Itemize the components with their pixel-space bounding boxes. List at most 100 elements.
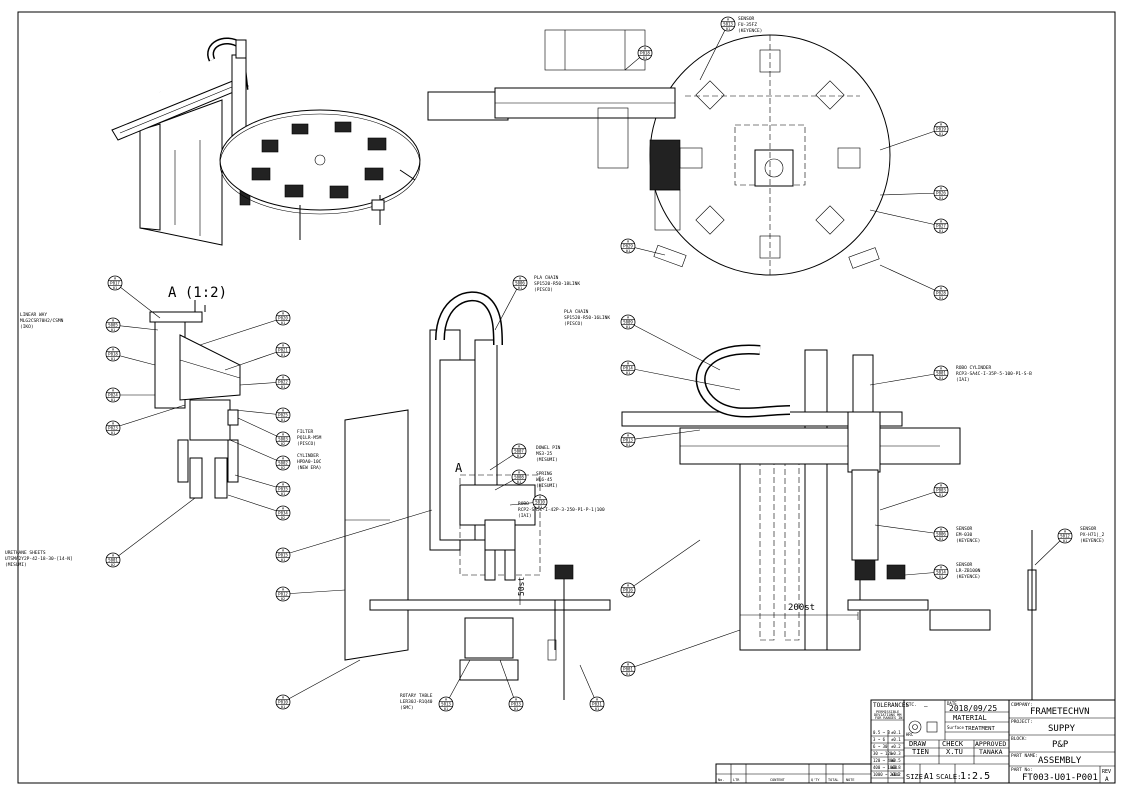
balloon-rev: 01 — [939, 376, 943, 380]
balloon-code: P010 — [278, 700, 288, 705]
balloon-rev: 02 — [281, 516, 285, 520]
project-label: PROJECT: — [1011, 719, 1033, 725]
revision-header: Q'TY — [811, 778, 820, 782]
balloon-view: A — [940, 367, 943, 371]
balloon-view: A — [518, 445, 521, 449]
balloon-view: A — [445, 698, 448, 702]
callout-note: CYLINDER — [297, 453, 319, 459]
callout-note: ROTARY TABLE — [400, 693, 433, 699]
size-value: A1 — [924, 772, 934, 781]
callout-note: (PISCO) — [297, 441, 316, 447]
balloon-rev: 01 — [281, 492, 285, 496]
balloon-view: A — [282, 312, 285, 316]
balloon-rev: 01 — [939, 132, 943, 136]
date-label: DATE — [947, 701, 957, 706]
leader-line — [282, 659, 361, 703]
balloon-rev: 02 — [281, 597, 285, 601]
title-block: TOLERANCES PERMISSIBLE DEVIATIONS MM FOR… — [715, 699, 1116, 784]
callout-note: RCP3-SA4C-I-35P-5-100-P1-S-B — [956, 371, 1032, 377]
leader-line — [282, 509, 433, 556]
callout-note: HPDA0-10C — [297, 459, 322, 465]
balloon-code: P034 — [278, 511, 288, 516]
tolerance-value: ±0.1 — [891, 730, 901, 735]
tolerance-table: 0.5 ~ 3±0.13 ~ 6±0.16 ~ 30±0.230 ~ 120±0… — [871, 730, 904, 779]
balloon-view: A — [282, 409, 285, 413]
part-no-value: FT003-U01-P001 — [1022, 773, 1098, 783]
balloon-circle — [508, 696, 524, 712]
balloon-view: A — [282, 696, 285, 700]
balloon-circle — [105, 346, 121, 362]
callout-balloon: AS01001ROBORCP2-SA5C-I-42P-3-250-P1-P-1|… — [509, 494, 605, 519]
check-name: X.TU — [946, 748, 963, 756]
balloon-code: S001 — [936, 371, 946, 376]
balloon-view: A — [112, 348, 115, 352]
tolerance-value: ±0.3 — [891, 751, 901, 756]
balloon-rev: 01 — [111, 357, 115, 361]
balloon-circle — [511, 443, 527, 459]
approved-label: APPROVED — [975, 740, 1006, 748]
balloon-view: A — [940, 528, 943, 532]
callout-note: UTSMA2Y2P-42-18-30-[14-N] — [5, 556, 73, 562]
balloon-rev: 01 — [281, 353, 285, 357]
balloon-code: P021 — [278, 348, 288, 353]
balloon-circle — [620, 661, 636, 677]
balloon-code: P022 — [278, 380, 288, 385]
leader-line — [112, 404, 186, 429]
callout-note: SP1520-R50-18LINK — [534, 281, 580, 287]
leader-line — [627, 429, 701, 441]
project-value: SUPPY — [1048, 724, 1076, 734]
balloon-rev: 01 — [517, 480, 521, 484]
balloon-code: P031 — [592, 702, 602, 707]
company-value: FRAMETECHVN — [1030, 707, 1090, 717]
balloon-rev: 01 — [626, 249, 630, 253]
surface-label: Surface — [947, 725, 964, 730]
leader-line — [445, 659, 471, 705]
front-view-right — [621, 344, 1037, 700]
balloon-circle — [105, 387, 121, 403]
callout-note: ROBO — [518, 501, 529, 507]
leader-line — [879, 264, 942, 294]
balloon-rev: 01 — [538, 505, 542, 509]
balloon-code: P033 — [511, 702, 521, 707]
balloon-circle — [720, 16, 736, 32]
callout-note: LINEAR WAY — [20, 312, 47, 318]
balloon-view: A — [940, 484, 943, 488]
date-value: 2018/09/25 — [949, 704, 997, 713]
balloon-circle — [275, 310, 291, 326]
detail-a-view — [149, 300, 241, 499]
callout-note: LR-ZB100N — [956, 568, 981, 574]
callout-note: WL6-45 — [536, 477, 553, 483]
part-name-value: ASSEMBLY — [1038, 756, 1082, 766]
balloon-circle — [620, 238, 636, 254]
callout-note: (KEYENCE) — [738, 28, 762, 34]
balloon-rev: 01 — [444, 707, 448, 711]
balloon-circle — [275, 586, 291, 602]
balloon-view: A — [112, 554, 115, 558]
callout-note: (PISCO) — [534, 287, 553, 293]
balloon-rev: 01 — [939, 493, 943, 497]
callout-note: MLG2CSR70H2/CSMN — [20, 318, 64, 324]
revision-header: TOTAL — [828, 778, 839, 782]
tolerances-permissible: PERMISSIBLE — [876, 710, 899, 714]
balloon-view: A — [282, 376, 285, 380]
balloon-rev: 01 — [626, 672, 630, 676]
balloon-view: A — [519, 277, 522, 281]
balloon-code: S013 — [723, 22, 733, 27]
callout-note: RCP2-SA5C-I-42P-3-250-P1-P-1|100 — [518, 507, 605, 513]
top-view — [427, 29, 891, 276]
